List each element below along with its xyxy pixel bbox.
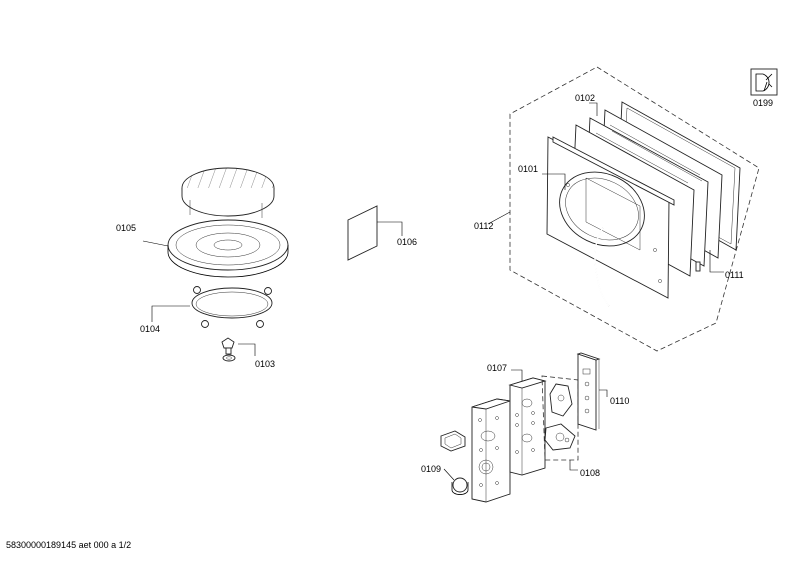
control-panel-housing <box>508 377 547 476</box>
label-0110: 0110 <box>610 396 629 406</box>
grill-rack <box>181 167 275 218</box>
label-0107: 0107 <box>487 363 507 373</box>
label-0199: 0199 <box>753 98 773 108</box>
service-tool-icon <box>750 68 778 96</box>
rotary-knob <box>451 477 469 495</box>
door-front-panel <box>546 136 675 307</box>
label-0102: 0102 <box>575 93 595 103</box>
turntable-plate <box>167 219 289 278</box>
label-0106: 0106 <box>397 237 417 247</box>
label-0101: 0101 <box>518 164 538 174</box>
document-id: 58300000189145 aet 000 a 1/2 <box>6 540 132 550</box>
mica-cover <box>347 205 378 261</box>
roller-ring <box>191 286 273 328</box>
circuit-board <box>576 352 601 431</box>
label-0108: 0108 <box>580 468 600 478</box>
control-panel-front <box>471 398 511 503</box>
label-0105: 0105 <box>116 223 136 233</box>
door-assembly-boundary <box>509 66 760 352</box>
coupler <box>221 337 236 362</box>
label-0111: 0111 <box>725 270 744 280</box>
display-window <box>440 430 466 452</box>
label-0103: 0103 <box>255 359 275 369</box>
label-0109: 0109 <box>421 464 441 474</box>
electronics-board <box>544 383 576 451</box>
label-0104: 0104 <box>140 324 160 334</box>
label-0112: 0112 <box>474 221 493 231</box>
electronics-module-boundary <box>541 375 579 461</box>
